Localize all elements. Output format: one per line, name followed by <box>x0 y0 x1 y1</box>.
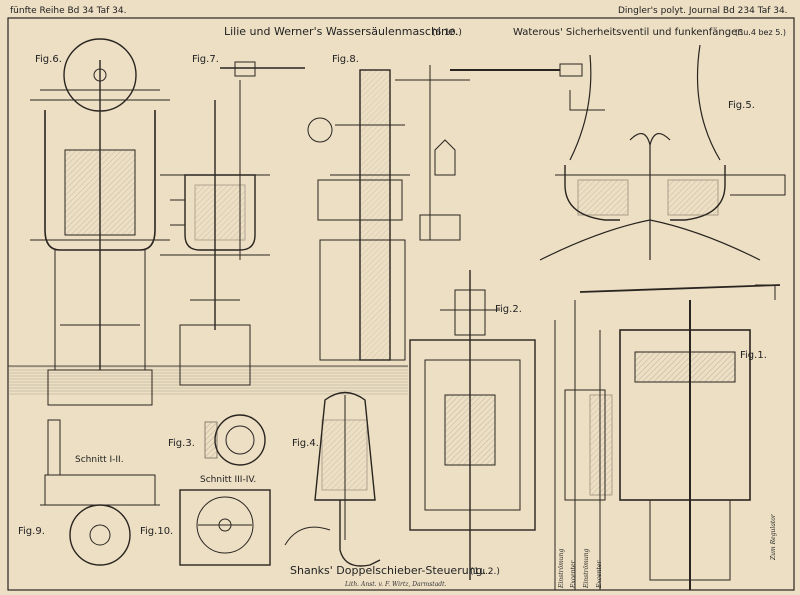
title-wassersaeulenmaschine: Lilie und Werner's Wassersäulenmaschine. <box>224 25 458 38</box>
fig9-label: Fig.9. <box>18 526 45 537</box>
figure-2-drawing <box>409 270 536 580</box>
figure-4-drawing <box>284 391 381 567</box>
zum-regulator-label: Zum Regulator <box>770 513 777 561</box>
journal-label: Dingler's polyt. Journal Bd 234 Taf 34. <box>618 6 788 16</box>
title-bottom-ref: (1u.2.) <box>470 567 500 577</box>
fig8-label: Fig.8. <box>332 54 359 65</box>
figure-8-drawing <box>307 65 470 361</box>
fig7-label: Fig.7. <box>192 54 219 65</box>
title-doppelschieber: Shanks' Doppelschieber-Steuerung. <box>290 564 486 577</box>
fig1-label: Fig.1. <box>740 350 767 361</box>
figure-1-drawing <box>554 284 781 591</box>
figure-10-drawing <box>179 489 271 566</box>
schnitt-3-4-label: Schnitt III-IV. <box>200 475 256 485</box>
title-right-ref: (3u.4 bez 5.) <box>735 28 786 37</box>
series-label: fünfte Reihe Bd 34 Taf 34. <box>10 6 126 16</box>
figure-9-drawing <box>40 419 160 566</box>
figure-3-drawing <box>204 414 266 466</box>
plate-border <box>7 17 795 591</box>
title-center-ref: (6.10.) <box>432 28 462 38</box>
fig5-label: Fig.5. <box>728 100 755 111</box>
column-label-4: Excenter <box>596 559 603 589</box>
fig2-label: Fig.2. <box>495 304 522 315</box>
fig6-label: Fig.6. <box>35 54 62 65</box>
figure-7-drawing <box>160 61 305 386</box>
title-sicherheitsventil: Waterous' Sicherheitsventil und funkenfä… <box>513 27 744 38</box>
figure-5-drawing <box>450 44 786 261</box>
lithographer-credit: Lith. Anst. v. F. Wirtz, Darmstadt. <box>344 581 447 588</box>
schnitt-1-2-label: Schnitt I-II. <box>75 455 124 465</box>
column-label-3: Einströmung <box>583 548 590 589</box>
fig4-label: Fig.4. <box>292 438 319 449</box>
fig10-label: Fig.10. <box>140 526 173 537</box>
water-level <box>8 366 408 396</box>
column-label-2: Excenter <box>570 559 577 589</box>
figure-6-drawing <box>30 38 170 406</box>
fig3-label: Fig.3. <box>168 438 195 449</box>
column-label-1: Einströmung <box>558 548 565 589</box>
